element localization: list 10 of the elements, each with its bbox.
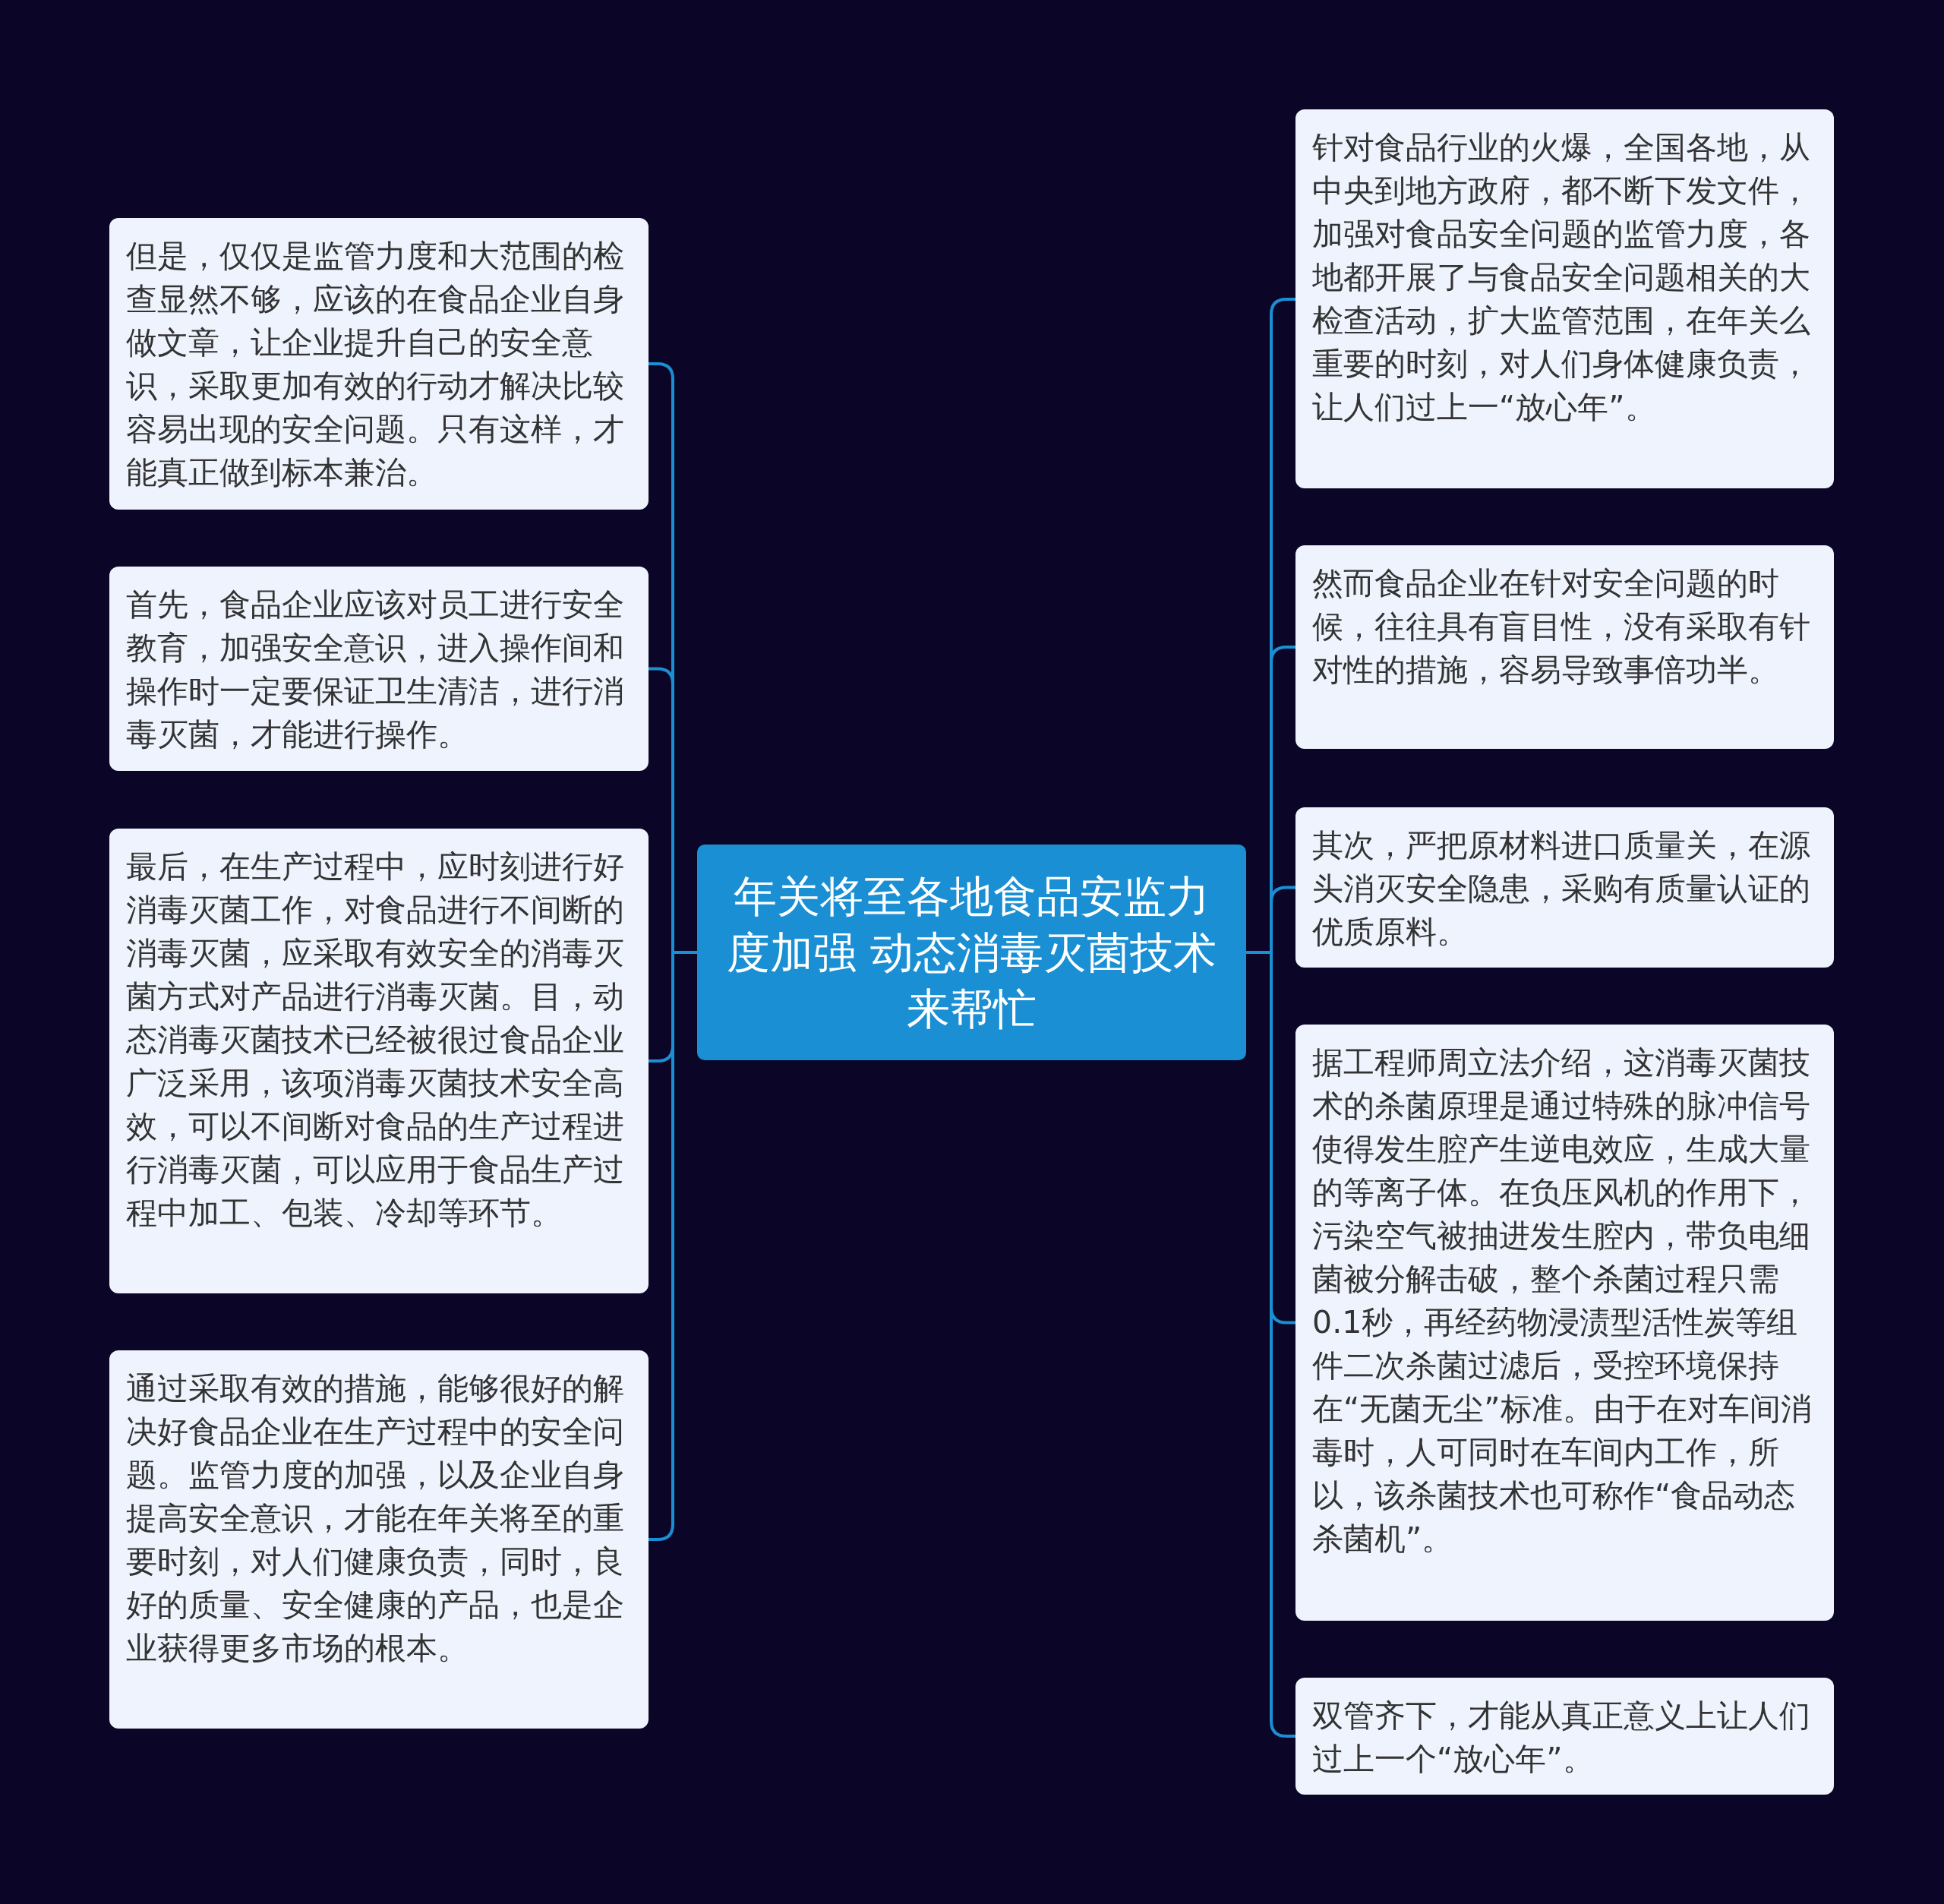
text-card: 据工程师周立法介绍，这消毒灭菌技术的杀菌原理是通过特殊的脉冲信号使得发生腔产生逆电效应，生成大量的等离子体。在负压风机的作用下，污染空气被抽进发生腔内，带负电细菌被分解击破，整个杀菌过程只需0.1秒，再经药物浸渍型活性炭等组件二次杀菌过滤后，受控环境保持在“无菌无尘”标准。由于在对车间消毒时，人可同时在车间内工作，所以，该杀菌技术也可称作“食品动态杀菌机”。 [1295, 1024, 1834, 1621]
text-card: 最后，在生产过程中，应时刻进行好消毒灭菌工作，对食品进行不间断的消毒灭菌，应采取有效安全的消毒灭菌方式对产品进行消毒灭菌。目，动态消毒灭菌技术已经被很过食品企业广泛采用，该项消毒灭菌技术安全高效，可以不间断对食品的生产过程进行消毒灭菌，可以应用于食品生产过程中加工、包装、冷却等环节。 [109, 828, 649, 1293]
text-card: 针对食品行业的火爆，全国各地，从中央到地方政府，都不断下发文件，加强对食品安全问题的监管力度，各地都开展了与食品安全问题相关的大检查活动，扩大监管范围，在年关么重要的时刻，对人们身体健康负责，让人们过上一“放心年”。 [1295, 109, 1834, 489]
text-card: 首先，食品企业应该对员工进行安全教育，加强安全意识，进入操作间和操作时一定要保证卫生清洁，进行消毒灭菌，才能进行操作。 [109, 567, 649, 772]
text-card: 但是，仅仅是监管力度和大范围的检查显然不够，应该的在食品企业自身做文章，让企业提升自己的安全意识，采取更加有效的行动才解决比较容易出现的安全问题。只有这样，才能真正做到标本兼治。 [109, 218, 649, 510]
text-card: 通过采取有效的措施，能够很好的解决好食品企业在生产过程中的安全问题。监管力度的加强，以及企业自身提高安全意识，才能在年关将至的重要时刻，对人们健康负责，同时，良好的质量、安全健康的产品，也是企业获得更多市场的根本。 [109, 1350, 649, 1729]
topic-box: 年关将至各地食品安监力度加强 动态消毒灭菌技术来帮忙 [696, 844, 1246, 1060]
text-card: 其次，严把原材料进口质量关，在源头消灭安全隐患，采购有质量认证的优质原料。 [1295, 807, 1834, 968]
text-card: 然而食品企业在针对安全问题的时候，往往具有盲目性，没有采取有针对性的措施，容易导致事倍功半。 [1295, 545, 1834, 750]
text-card: 双管齐下，才能从真正意义上让人们过上一个“放心年”。 [1295, 1677, 1834, 1795]
